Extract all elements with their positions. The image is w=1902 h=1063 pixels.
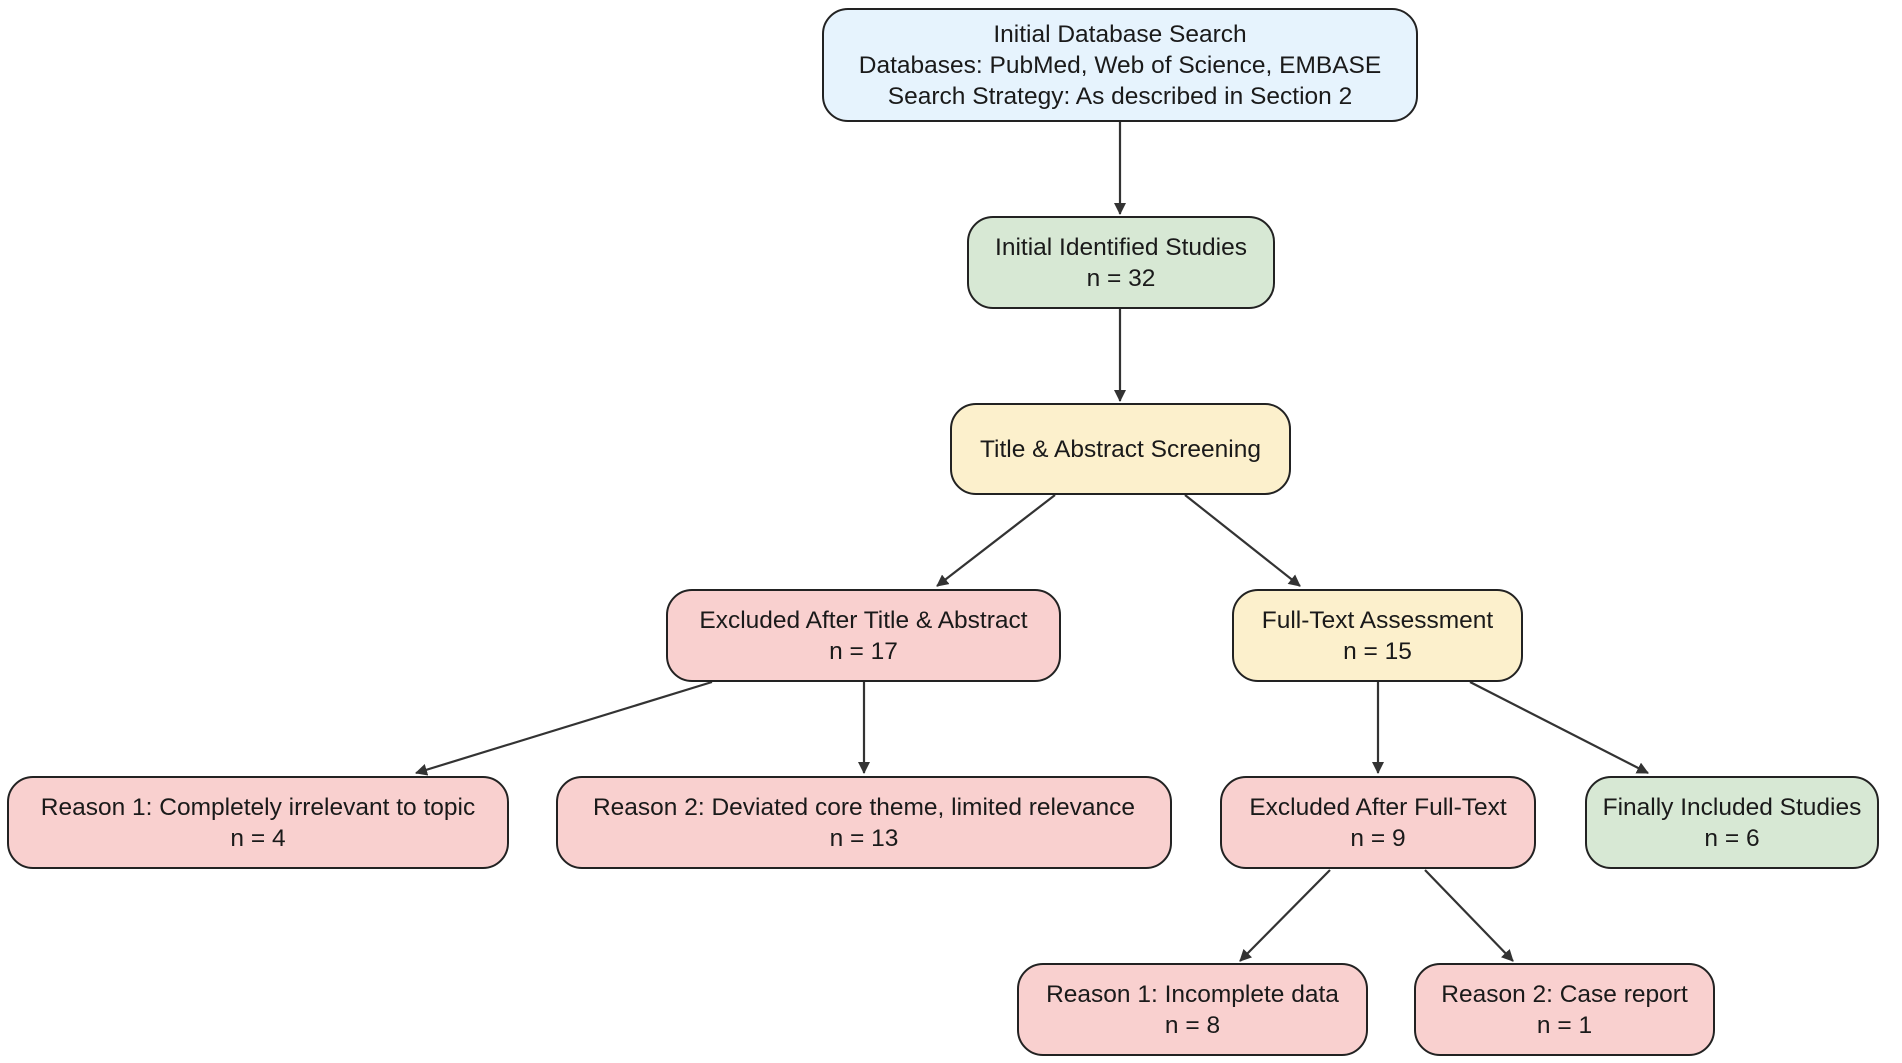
finally-included-studies-node: Finally Included Studies n = 6 xyxy=(1585,776,1879,869)
excluded-ta-count: n = 17 xyxy=(829,637,898,665)
search-databases: Databases: PubMed, Web of Science, EMBAS… xyxy=(858,51,1382,79)
arrow-screening-to-excluded xyxy=(936,494,1056,587)
search-strategy: Search Strategy: As described in Section… xyxy=(887,82,1353,110)
full-text-count: n = 15 xyxy=(1343,637,1412,665)
excluded-ta-title: Excluded After Title & Abstract xyxy=(699,606,1028,634)
full-text-title: Full-Text Assessment xyxy=(1261,606,1494,634)
arrow-excludedft-to-reason2 xyxy=(1424,869,1514,962)
search-title: Initial Database Search xyxy=(993,20,1247,48)
initial-identified-studies-node: Initial Identified Studies n = 32 xyxy=(967,216,1275,309)
screening-title: Title & Abstract Screening xyxy=(980,435,1261,463)
reason1-ft-count: n = 8 xyxy=(1164,1011,1221,1039)
included-count: n = 6 xyxy=(1704,824,1760,852)
reason2-ft-title: Reason 2: Case report xyxy=(1441,980,1688,1008)
reason1-ta-count: n = 4 xyxy=(230,824,286,852)
arrow-fulltext-to-included xyxy=(1469,681,1649,774)
excluded-after-full-text-node: Excluded After Full-Text n = 9 xyxy=(1220,776,1536,869)
reason2-ta-count: n = 13 xyxy=(829,824,899,852)
reason1-ft-title: Reason 1: Incomplete data xyxy=(1046,980,1339,1008)
arrow-screening-to-fulltext xyxy=(1184,494,1301,587)
reason2-ta-title: Reason 2: Deviated core theme, limited r… xyxy=(592,793,1135,821)
reason1-irrelevant-node: Reason 1: Completely irrelevant to topic… xyxy=(7,776,509,869)
identified-count: n = 32 xyxy=(1086,264,1156,292)
full-text-assessment-node: Full-Text Assessment n = 15 xyxy=(1232,589,1523,682)
excluded-ft-count: n = 9 xyxy=(1350,824,1406,852)
identified-title: Initial Identified Studies xyxy=(995,233,1247,261)
reason1-ta-title: Reason 1: Completely irrelevant to topic xyxy=(40,793,476,821)
reason2-deviated-node: Reason 2: Deviated core theme, limited r… xyxy=(556,776,1172,869)
initial-database-search-node: Initial Database Search Databases: PubMe… xyxy=(822,8,1418,122)
arrow-excluded-to-reason1 xyxy=(415,680,713,776)
excluded-ft-title: Excluded After Full-Text xyxy=(1249,793,1507,821)
included-title: Finally Included Studies xyxy=(1602,793,1862,821)
reason1-incomplete-data-node: Reason 1: Incomplete data n = 8 xyxy=(1017,963,1368,1056)
title-abstract-screening-node: Title & Abstract Screening xyxy=(950,403,1291,495)
reason2-ft-count: n = 1 xyxy=(1536,1011,1593,1039)
arrow-excludedft-to-reason1 xyxy=(1239,869,1331,962)
reason2-case-report-node: Reason 2: Case report n = 1 xyxy=(1414,963,1715,1056)
excluded-after-title-abstract-node: Excluded After Title & Abstract n = 17 xyxy=(666,589,1061,682)
